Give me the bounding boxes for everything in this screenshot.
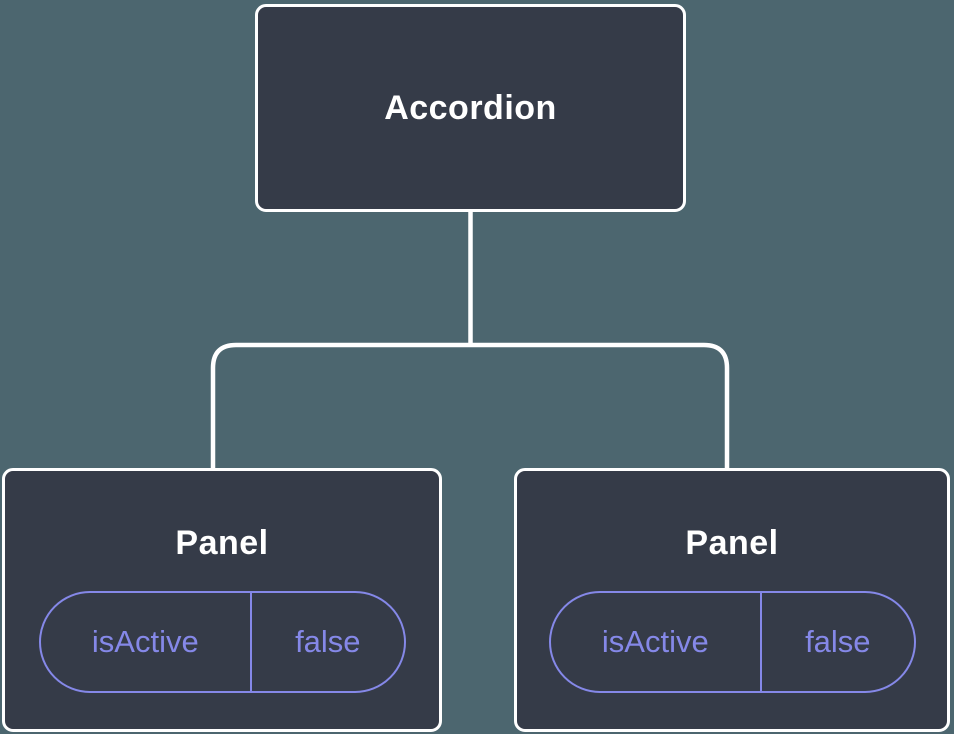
component-node-accordion: Accordion bbox=[255, 4, 686, 212]
state-value: false bbox=[295, 624, 361, 659]
state-value: false bbox=[805, 624, 871, 659]
state-key: isActive bbox=[551, 593, 763, 691]
component-node-panel-right: Panel isActive false bbox=[514, 468, 950, 732]
panel-left-label: Panel bbox=[175, 524, 269, 562]
connector-branch bbox=[210, 342, 730, 470]
panel-right-label: Panel bbox=[685, 524, 779, 562]
component-node-panel-left: Panel isActive false bbox=[2, 468, 442, 732]
state-pill-right: isActive false bbox=[548, 591, 916, 693]
state-key: isActive bbox=[41, 593, 253, 691]
state-pill-left: isActive false bbox=[38, 591, 406, 693]
accordion-node-label: Accordion bbox=[384, 89, 557, 127]
